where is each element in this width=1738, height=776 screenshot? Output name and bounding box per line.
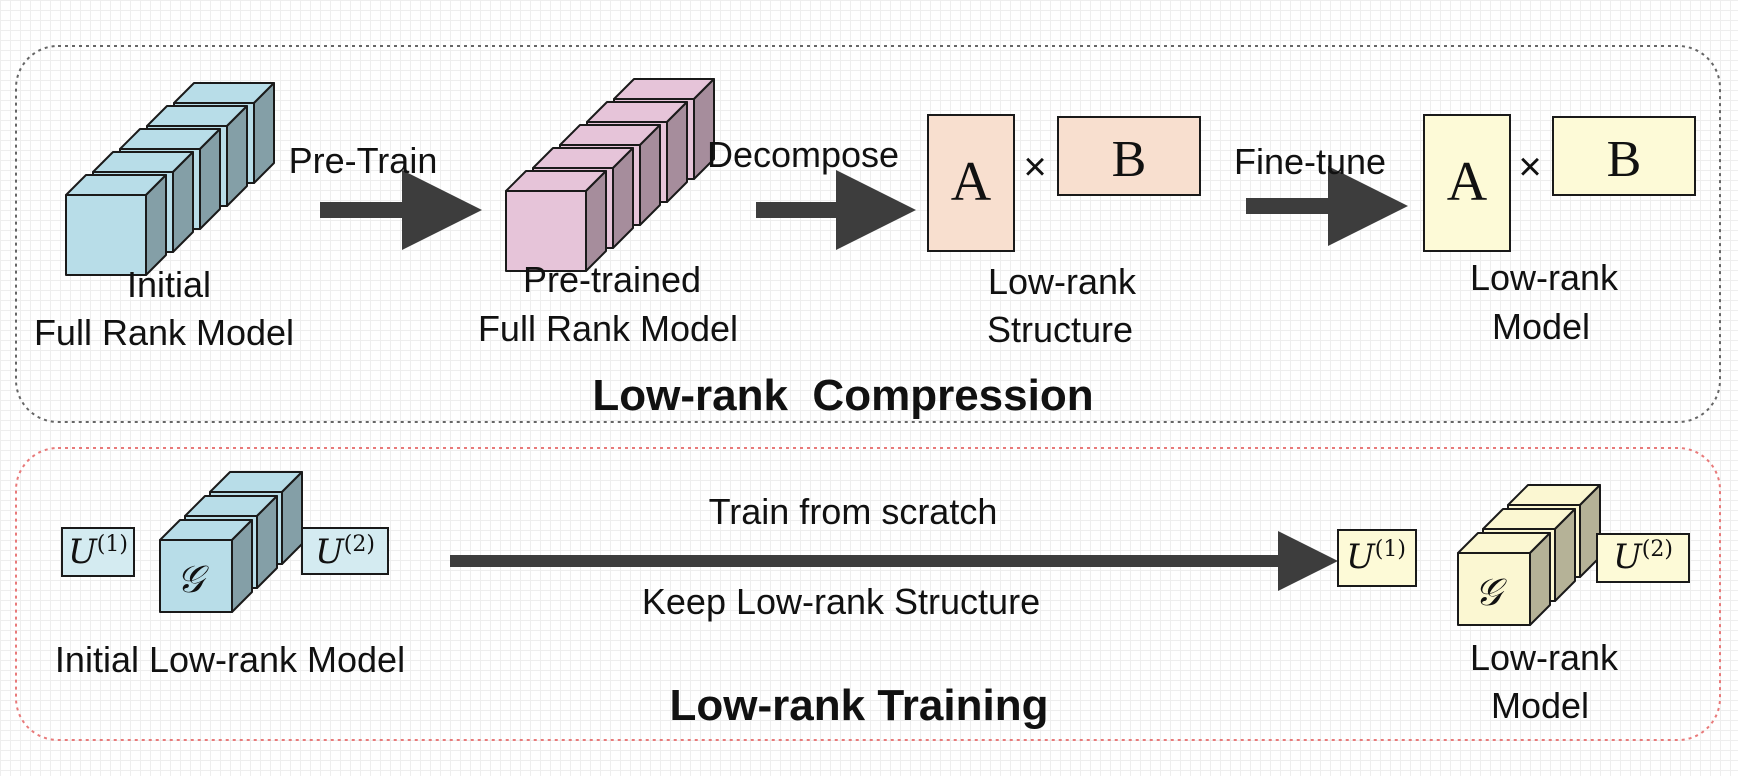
factor-u1-initial-label: U(1) [68,532,128,572]
matrix-b-structure [1057,116,1201,196]
factor-u1-trained-label: U(1) [1346,537,1406,577]
cube [65,174,167,276]
matrix-a-structure-label: A [951,151,992,213]
pretrained-full-rank-cubes [505,78,715,272]
decompose-arrow-label: Decompose [707,134,899,175]
trained-core-tensor-cubes: 𝒢 [1457,484,1601,626]
cube: 𝒢 [159,519,253,613]
matrix-a-structure [927,114,1015,252]
factor-u2-initial [301,527,389,575]
structure-label-line2: Structure [987,309,1133,350]
cube [505,170,607,272]
factor-u2-initial-label: U(2) [315,532,375,572]
compressed-model-label-line2: Model [1492,306,1590,347]
cube-front-face [505,190,587,272]
factor-u2-trained [1596,533,1690,583]
initial-full-rank-cubes [65,82,275,276]
compressed-model-label-line1: Low-rank [1470,257,1619,298]
factor-u1-trained [1337,529,1417,587]
initial-model-label-line1: Initial [127,264,211,305]
cube-front-face [1457,552,1531,626]
trained-model-label-line1: Low-rank [1470,637,1619,678]
matrix-a-model-label: A [1447,151,1488,213]
cube-front-face [159,539,233,613]
factor-u2-trained-label: U(2) [1613,537,1673,577]
pretrained-model-label-line2: Full Rank Model [478,308,738,349]
initial-core-tensor-cubes: 𝒢 [159,471,303,613]
train-arrow-top-label: Train from scratch [709,491,998,532]
structure-label-line1: Low-rank [988,261,1137,302]
initial-model-label-line2: Full Rank Model [34,312,294,353]
initial-low-rank-model-label: Initial Low-rank Model [55,639,405,680]
pretrained-model-label-line1: Pre-trained [523,259,701,300]
times-sign-structure: × [1023,145,1046,189]
matrix-b-structure-label: B [1112,131,1147,188]
cube: 𝒢 [1457,532,1551,626]
factor-u1-initial [61,527,135,577]
cube-front-face [65,194,147,276]
training-section-title: Low-rank Training [670,681,1049,730]
matrix-b-model-label: B [1607,131,1642,188]
pretrain-arrow-label: Pre-Train [289,140,438,181]
trained-model-label-line2: Model [1491,685,1589,726]
finetune-arrow-label: Fine-tune [1234,141,1386,182]
compression-section-title: Low-rank Compression [592,371,1093,420]
times-sign-model: × [1518,145,1541,189]
train-arrow-bottom-label: Keep Low-rank Structure [642,581,1040,622]
matrix-a-model [1423,114,1511,252]
matrix-b-model [1552,116,1696,196]
